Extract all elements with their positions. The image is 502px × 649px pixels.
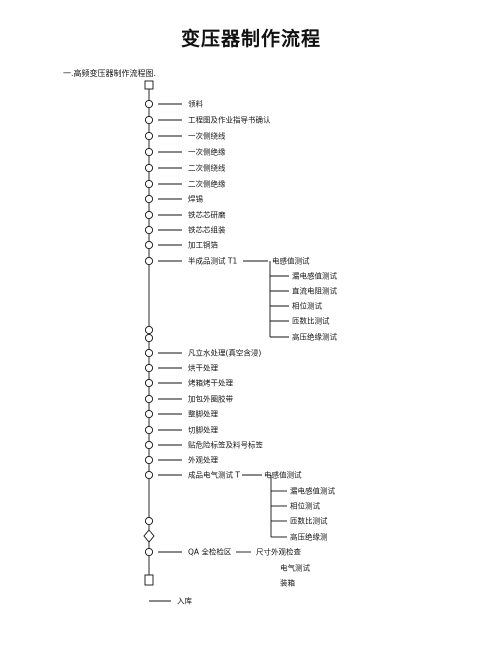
step-label: 烤箱烤干处理 (188, 378, 233, 388)
step-node (144, 325, 154, 335)
t-test-label: 电感值测试 (264, 470, 302, 480)
end-node (144, 574, 154, 586)
step-node (144, 163, 154, 173)
step-label: 铁芯芯组装 (188, 225, 226, 235)
step-node (144, 225, 154, 235)
step-label: 加包外圈胶带 (188, 394, 233, 404)
t-test-label: 匝数比测试 (290, 516, 328, 526)
qa-check-label: 装箱 (280, 578, 295, 588)
step-node (144, 378, 154, 388)
step-label: 焊锡 (188, 194, 203, 204)
step-node (144, 425, 154, 435)
step-node (144, 348, 154, 358)
step-label: 入库 (177, 596, 192, 606)
step-node (144, 394, 154, 404)
step-label: 外观处理 (188, 455, 218, 465)
step-label: 铁芯芯研磨 (188, 210, 226, 220)
step-node (144, 179, 154, 189)
t-test-label: 相位测试 (290, 501, 320, 511)
qa-check-label: 电气测试 (280, 563, 310, 573)
step-node (144, 470, 154, 480)
qa-check-label: 尺寸外观检查 (256, 547, 301, 557)
t1-test-label: 直流电阻测试 (292, 286, 337, 296)
step-label: 整脚处理 (188, 409, 218, 419)
step-node (144, 210, 154, 220)
step-label: 二次侧绝缘 (188, 179, 226, 189)
t1-test-label: 相位测试 (292, 301, 322, 311)
flow-chart-heading: 一.高频变压器制作流程图. (63, 69, 157, 78)
step-node (144, 455, 154, 465)
step-node (144, 99, 154, 109)
step-label: 半成品测试 T1 (188, 256, 237, 266)
step-node (144, 547, 154, 557)
step-label: 凡立水处理(真空含浸) (188, 348, 261, 358)
step-label: 烘干处理 (188, 363, 218, 373)
step-label: 一次侧绕线 (188, 131, 226, 141)
step-node (144, 440, 154, 450)
t1-test-label: 高压绝缘测试 (292, 332, 337, 342)
step-label: 切脚处理 (188, 425, 218, 435)
step-node (144, 363, 154, 373)
start-node (144, 80, 154, 90)
step-label: 领料 (188, 99, 203, 109)
step-label: 贴危险标签及料号标签 (188, 440, 263, 450)
step-label: 工程图及作业指导书确认 (188, 115, 271, 125)
step-label: 加工铜箔 (188, 240, 218, 250)
step-node (144, 131, 154, 141)
step-node (144, 240, 154, 250)
page-title: 变压器制作流程 (180, 28, 321, 50)
t1-test-label: 漏电感值测试 (292, 271, 337, 281)
step-label: 二次侧绕线 (188, 163, 226, 173)
t1-test-label: 匝数比测试 (292, 316, 330, 326)
t1-test-label: 电感值测试 (272, 256, 310, 266)
step-label: 一次侧绝缘 (188, 147, 226, 157)
step-node (144, 409, 154, 419)
step-node (144, 256, 154, 266)
step-node (144, 516, 154, 526)
step-node (144, 194, 154, 204)
t-test-label: 漏电感值测试 (290, 486, 335, 496)
step-label: 成品电气测试 T (188, 470, 240, 480)
step-node (144, 147, 154, 157)
step-node (144, 333, 154, 343)
step-label: QA 全检检区 (188, 547, 232, 557)
qa-decision-diamond (143, 529, 155, 543)
step-node (144, 115, 154, 125)
t-test-label: 高压绝缘测 (290, 532, 328, 542)
